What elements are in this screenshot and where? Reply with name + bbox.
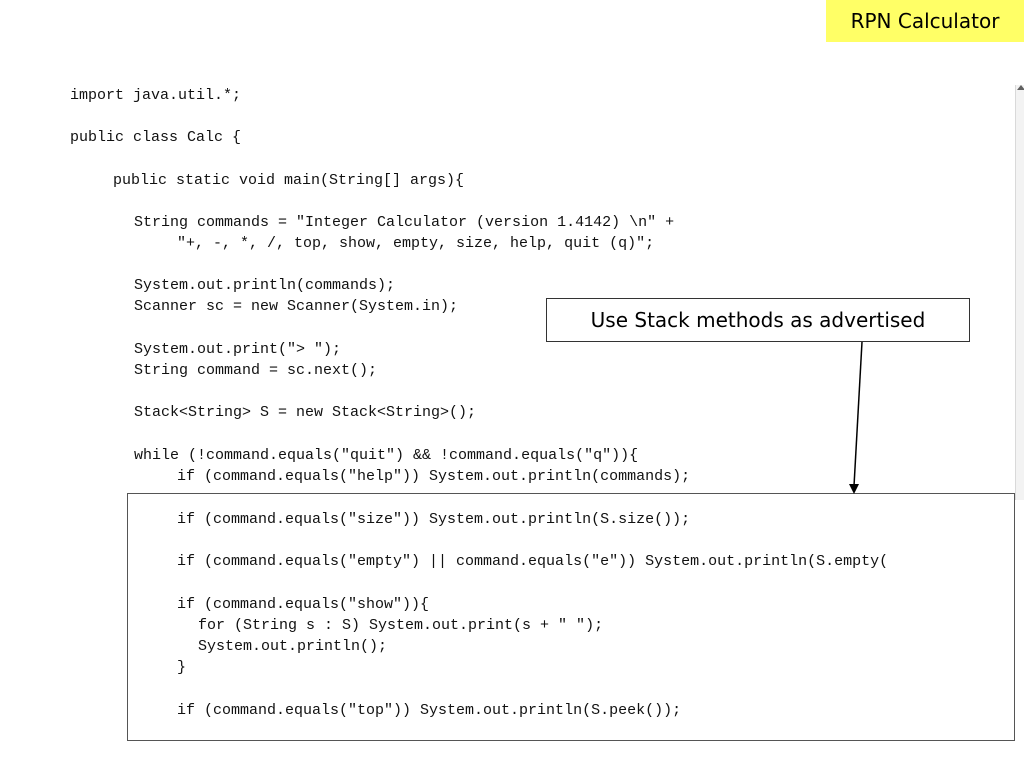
- code-line: public static void main(String[] args){: [113, 172, 465, 189]
- highlight-box: [127, 493, 1015, 741]
- code-line: if (command.equals("empty") || command.e…: [177, 553, 889, 570]
- code-line: import java.util.*;: [70, 87, 242, 104]
- code-line: String command = sc.next();: [134, 362, 378, 379]
- code-line: if (command.equals("help")) System.out.p…: [177, 468, 691, 485]
- code-line: if (command.equals("size")) System.out.p…: [177, 511, 691, 528]
- code-line: while (!command.equals("quit") && !comma…: [134, 447, 639, 464]
- code-line: }: [177, 659, 187, 676]
- code-line: String commands = "Integer Calculator (v…: [134, 214, 675, 231]
- code-line: if (command.equals("show")){: [177, 596, 430, 613]
- scroll-up-arrow-icon[interactable]: [1017, 85, 1024, 90]
- code-line: System.out.println(commands);: [134, 277, 396, 294]
- vertical-scrollbar[interactable]: [1015, 85, 1024, 500]
- code-line: System.out.print("> ");: [134, 341, 342, 358]
- code-line: public class Calc {: [70, 129, 242, 146]
- callout-box: Use Stack methods as advertised: [546, 298, 970, 342]
- code-line: "+, -, *, /, top, show, empty, size, hel…: [177, 235, 655, 252]
- code-listing: import java.util.*; public class Calc { …: [70, 0, 1015, 768]
- code-line: if (command.equals("top")) System.out.pr…: [177, 702, 682, 719]
- code-line: Scanner sc = new Scanner(System.in);: [134, 298, 459, 315]
- code-line: Stack<String> S = new Stack<String>();: [134, 404, 477, 421]
- code-line: for (String s : S) System.out.print(s + …: [198, 617, 604, 634]
- code-line: System.out.println();: [198, 638, 388, 655]
- slide-title: RPN Calculator: [826, 0, 1024, 42]
